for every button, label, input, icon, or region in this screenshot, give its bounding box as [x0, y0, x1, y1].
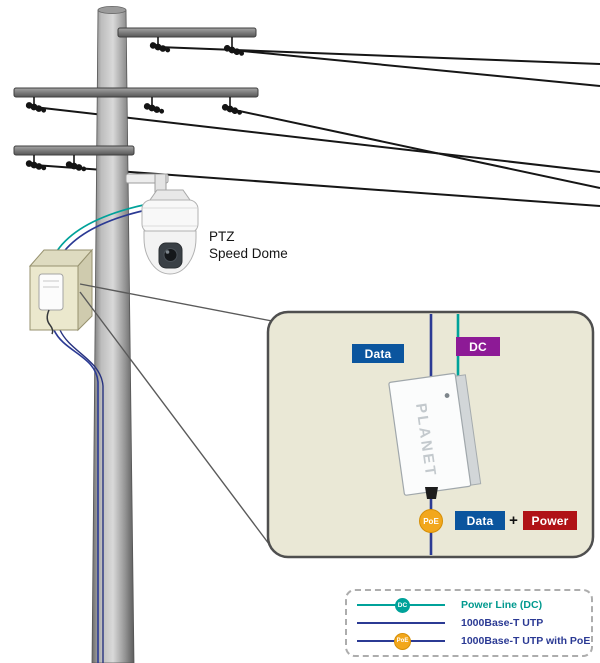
camera-label-line2: Speed Dome: [209, 246, 288, 261]
camera-label-line1: PTZ: [209, 229, 235, 244]
power-badge: Power: [523, 511, 577, 530]
callout-connector-lines: [79, 283, 273, 549]
insulators: [25, 37, 245, 172]
legend-row-power-line-dc: DC Power Line (DC): [357, 596, 591, 614]
legend-row-utp: 1000Base-T UTP: [357, 614, 591, 632]
insulator-icon: [65, 160, 87, 172]
box-cable: [46, 309, 54, 335]
data-in-badge: Data: [352, 344, 404, 363]
camera-cap: [149, 189, 191, 201]
insulator-icon: [221, 103, 243, 116]
camera-cables: [56, 203, 152, 255]
crossarm-middle: [13, 87, 259, 98]
poe-dot-icon: PoE: [394, 632, 411, 650]
crossarms: [13, 27, 259, 156]
crossarm-top: [117, 27, 257, 38]
legend: DC Power Line (DC) 1000Base-T UTP PoE 10…: [345, 589, 593, 657]
camera-label: PTZ Speed Dome: [209, 228, 288, 262]
junction-box: [28, 248, 94, 335]
legend-label-dc: Power Line (DC): [461, 599, 543, 611]
dc-dot-icon: DC: [395, 597, 410, 613]
utp-line-sample: [357, 622, 445, 624]
data-out-badge: Data: [455, 511, 505, 530]
injector-in-box: [38, 273, 64, 311]
crossarm-bottom: [13, 145, 135, 156]
plus-sign: +: [509, 511, 518, 529]
legend-row-utp-poe: PoE 1000Base-T UTP with PoE: [357, 632, 591, 650]
legend-label-utp-poe: 1000Base-T UTP with PoE: [461, 635, 591, 647]
ptz-camera: [125, 173, 199, 275]
device-led-icon: [444, 393, 450, 398]
dc-cable: [56, 203, 149, 252]
camera-lens: [163, 248, 178, 262]
utp-cable: [61, 208, 152, 255]
device-cable-plug: [425, 487, 438, 499]
camera-body: [141, 199, 199, 234]
dc-badge: DC: [456, 337, 500, 356]
insulator-icon: [143, 102, 165, 114]
downlink-cables: [53, 329, 104, 663]
legend-label-utp: 1000Base-T UTP: [461, 617, 544, 629]
poe-badge: PoE: [419, 509, 443, 533]
device-front: [388, 372, 472, 496]
poe-injector-device: PLANET: [388, 372, 482, 496]
